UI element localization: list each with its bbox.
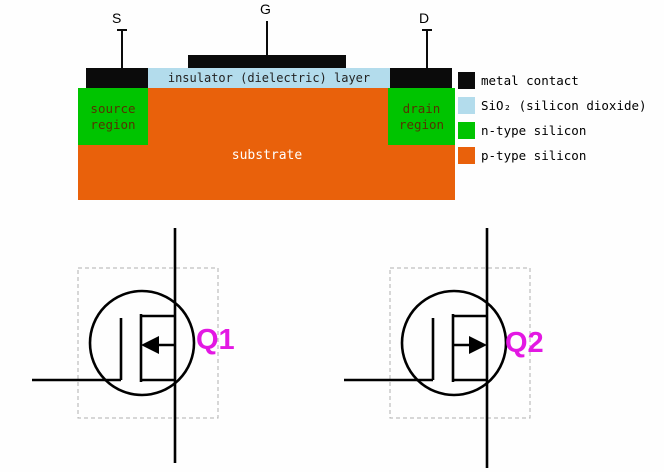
q1-dashed-boundary (77, 267, 219, 419)
drain-terminal-lead-line (426, 30, 428, 68)
legend-row-metal-contact: metal contact (458, 71, 579, 89)
q2-mosfet-symbol (344, 228, 531, 468)
q2-arrow-icon (469, 336, 487, 354)
metal-contact-swatch (458, 71, 475, 89)
insulator-layer-label: insulator (dielectric) layer (167, 71, 371, 85)
q1-label: Q1 (196, 324, 235, 356)
q1-arrow-icon (141, 336, 159, 354)
sio2-swatch (458, 96, 475, 114)
gate-terminal-lead-line (266, 21, 268, 55)
gate-terminal-label: G (260, 1, 271, 17)
legend-row-p-type: p-type silicon (458, 146, 586, 164)
legend-label: metal contact (481, 72, 579, 88)
q2-label: Q2 (505, 327, 544, 359)
drain-metal-contact (390, 68, 452, 88)
gate-metal-contact (188, 55, 346, 69)
n-type-swatch (458, 121, 475, 139)
q2-dashed-boundary (389, 267, 531, 419)
q2-body-circle (400, 289, 508, 397)
legend-row-n-type: n-type silicon (458, 121, 586, 139)
legend-row-sio2: SiO₂ (silicon dioxide) (458, 96, 647, 114)
p-type-swatch (458, 146, 475, 164)
legend-label: SiO₂ (silicon dioxide) (481, 97, 647, 113)
q1-mosfet-symbol (32, 228, 219, 463)
q1-body-circle (88, 289, 196, 397)
source-metal-contact (86, 68, 148, 88)
source-region: source region (78, 88, 148, 145)
substrate-label: substrate (231, 148, 303, 163)
drain-region: drain region (388, 88, 455, 145)
source-terminal-label: S (112, 10, 122, 26)
drain-region-label: drain region (398, 100, 445, 132)
source-region-label: source region (90, 100, 136, 132)
legend-label: n-type silicon (481, 122, 587, 138)
insulator-dielectric-layer: insulator (dielectric) layer (148, 68, 390, 88)
legend-label: p-type silicon (481, 147, 587, 163)
source-terminal-lead-line (121, 30, 123, 68)
drain-terminal-label: D (419, 10, 430, 26)
